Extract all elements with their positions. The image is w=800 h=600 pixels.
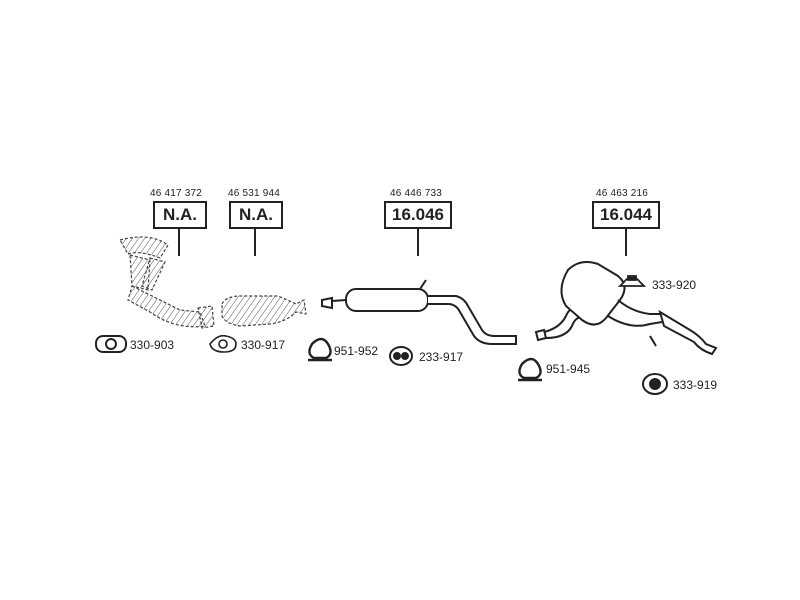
part-label-1[interactable]: N.A.	[153, 201, 207, 229]
oem-number-3: 46 446 733	[390, 188, 443, 199]
accessory-number-6[interactable]: 333-920	[652, 278, 697, 292]
rubber-hanger-icon	[389, 346, 413, 366]
catalytic-converter-drawing	[221, 295, 307, 327]
accessory-number-5[interactable]: 951-945	[546, 362, 591, 376]
rubber-mount-icon	[617, 275, 647, 287]
accessory-number-3[interactable]: 951-952	[334, 344, 379, 358]
accessory-number-7[interactable]: 333-919	[673, 378, 718, 392]
accessory-number-2[interactable]: 330-917	[241, 338, 286, 352]
rubber-ring-icon	[642, 373, 668, 395]
flange-gasket-icon	[95, 335, 127, 353]
oem-number-4: 46 463 216	[596, 188, 649, 199]
part-label-3[interactable]: 16.046	[384, 201, 452, 229]
accessory-number-4[interactable]: 233-917	[419, 350, 464, 364]
accessory-number-1[interactable]: 330-903	[130, 338, 175, 352]
oem-number-2: 46 531 944	[228, 188, 281, 199]
oem-number-1: 46 417 372	[150, 188, 203, 199]
rear-silencer-drawing	[534, 261, 718, 356]
pipe-clamp-icon	[308, 337, 332, 362]
pipe-clamp-icon-2	[518, 357, 542, 382]
part-label-2[interactable]: N.A.	[229, 201, 283, 229]
middle-silencer-drawing	[321, 279, 517, 345]
gasket-icon	[209, 334, 237, 353]
front-pipe-drawing	[119, 236, 215, 329]
part-label-4[interactable]: 16.044	[592, 201, 660, 229]
